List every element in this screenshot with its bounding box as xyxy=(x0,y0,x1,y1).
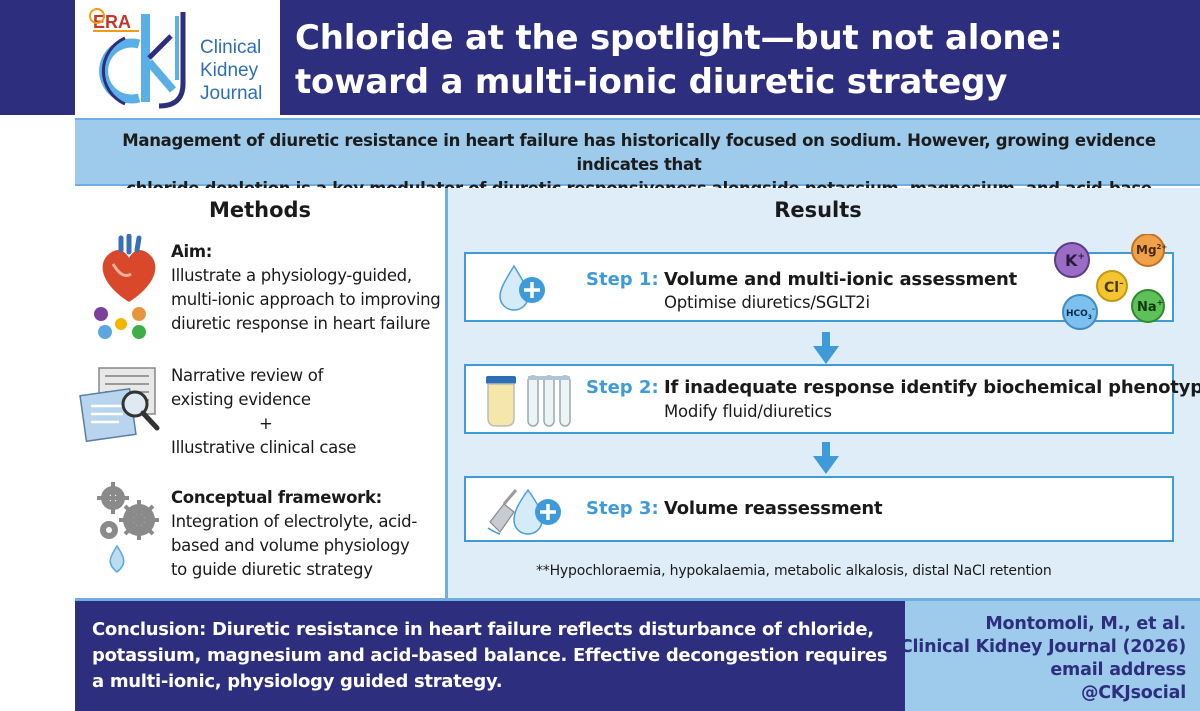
framework-label: Conceptual framework: xyxy=(171,488,382,507)
citation-authors: Montomoli, M., et al. xyxy=(985,614,1186,634)
svg-text:Cl–: Cl– xyxy=(1104,279,1124,296)
ions-cluster-icon: K+ Mg2+ Cl– HCO3– Na+ xyxy=(1054,234,1167,330)
results-footnote: **Hypochloraemia, hypokalaemia, metaboli… xyxy=(536,563,1052,579)
framework-block: Conceptual framework: Integration of ele… xyxy=(171,486,417,582)
ultrasound-droplet-icon xyxy=(487,488,561,535)
ion-hco3-label: HCO xyxy=(1066,309,1088,319)
citation-social-link[interactable]: @CKJsocial xyxy=(1080,683,1186,703)
heart-ions-icon xyxy=(94,234,156,339)
era-logo-text: ERA xyxy=(93,12,131,32)
step-2-subtext: Modify fluid/diuretics xyxy=(664,402,832,421)
ion-na-charge: + xyxy=(1157,298,1164,307)
aim-block: Aim: Illustrate a physiology-guided, mul… xyxy=(171,240,441,336)
ion-cl-label: Cl xyxy=(1104,280,1119,296)
framework-line-3: to guide diuretic strategy xyxy=(171,560,373,579)
review-plus: + xyxy=(259,414,273,433)
ion-mg-label: Mg xyxy=(1136,243,1157,257)
ion-k-charge: + xyxy=(1077,252,1085,262)
conclusion-text: Conclusion: Diuretic resistance in heart… xyxy=(92,617,902,695)
citation-text: Montomoli, M., et al. Clinical Kidney Jo… xyxy=(900,613,1186,705)
down-arrow-icon xyxy=(813,442,839,474)
review-line-1: Narrative review of xyxy=(171,366,324,385)
conclusion-panel: Conclusion: Diuretic resistance in heart… xyxy=(75,601,905,711)
urine-tubes-icon xyxy=(486,375,571,427)
aim-line-3: diuretic response in heart failure xyxy=(171,314,431,333)
journal-logo[interactable]: ERA Clinical Kidney Journal xyxy=(75,0,280,115)
review-block: Narrative review of existing evidence + … xyxy=(171,364,356,460)
review-line-4: Illustrative clinical case xyxy=(171,438,357,457)
down-arrow-icon xyxy=(813,332,839,364)
svg-text:Mg2+: Mg2+ xyxy=(1136,243,1167,257)
page-title: Chloride at the spotlight—but not alone:… xyxy=(295,16,1175,104)
ion-cl-charge: – xyxy=(1119,279,1124,289)
ion-k-label: K xyxy=(1065,251,1078,270)
conclusion-line-3: a multi-ionic, physiology guided strateg… xyxy=(92,671,503,692)
framework-line-2: based and volume physiology xyxy=(171,536,410,555)
step-1-label: Step 1: xyxy=(586,269,659,290)
methods-heading: Methods xyxy=(208,198,312,222)
step-1-heading: Volume and multi-ionic assessment xyxy=(664,269,1018,290)
logo-word-3: Journal xyxy=(200,83,263,104)
aim-line-1: Illustrate a physiology-guided, xyxy=(171,266,412,285)
step-3-box: Step 3: Volume reassessment xyxy=(464,476,1174,542)
step-2-box: Step 2: If inadequate response identify … xyxy=(464,364,1200,434)
step-2-heading: If inadequate response identify biochemi… xyxy=(664,377,1200,398)
conclusion-line-1: Conclusion: Diuretic resistance in heart… xyxy=(92,619,874,640)
header-banner: ERA Clinical Kidney Journal Chloride at … xyxy=(0,0,1200,115)
svg-text:Na+: Na+ xyxy=(1137,298,1163,315)
footer-divider xyxy=(75,598,1200,601)
logo-word-1: Clinical xyxy=(200,37,262,58)
ion-mg-charge: 2+ xyxy=(1157,243,1168,251)
step-3-label: Step 3: xyxy=(586,498,659,519)
ckj-logo-icon: ERA xyxy=(89,8,186,109)
svg-text:HCO3–: HCO3– xyxy=(1066,306,1095,321)
framework-line-1: Integration of electrolyte, acid- xyxy=(171,512,418,531)
panel-divider xyxy=(445,188,448,598)
gears-droplet-icon xyxy=(97,482,159,573)
aim-line-2: multi-ionic approach to improving xyxy=(171,290,441,309)
citation-email-link[interactable]: email address xyxy=(1050,660,1186,680)
results-panel: Results Step 1: Volume and multi-ionic a… xyxy=(448,188,1200,598)
title-line-1: Chloride at the spotlight—but not alone: xyxy=(295,18,1063,58)
intro-line-1: Management of diuretic resistance in hea… xyxy=(122,131,1156,174)
results-heading: Results xyxy=(774,198,862,222)
logo-wordmark: Clinical Kidney Journal xyxy=(200,36,262,105)
step-2-label: Step 2: xyxy=(586,377,659,398)
review-line-2: existing evidence xyxy=(171,390,311,409)
svg-text:K+: K+ xyxy=(1065,251,1085,270)
droplet-plus-icon xyxy=(499,264,545,311)
step-1-subtext: Optimise diuretics/SGLT2i xyxy=(664,293,870,312)
ion-hco3-sub: 3 xyxy=(1088,314,1092,321)
methods-panel: Methods Aim: Illustrate a physiology-gui… xyxy=(75,188,445,598)
ion-hco3-charge: – xyxy=(1092,306,1095,313)
conclusion-line-2: potassium, magnesium and acid-based bala… xyxy=(92,645,888,666)
intro-banner: Management of diuretic resistance in hea… xyxy=(75,118,1200,222)
ion-na-label: Na xyxy=(1137,300,1157,315)
citation-journal: Clinical Kidney Journal (2026) xyxy=(899,637,1186,657)
title-line-2: toward a multi-ionic diuretic strategy xyxy=(295,62,1008,102)
logo-word-2: Kidney xyxy=(200,60,259,81)
step-3-heading: Volume reassessment xyxy=(664,498,883,519)
aim-label: Aim: xyxy=(171,242,213,261)
citation-panel: Montomoli, M., et al. Clinical Kidney Jo… xyxy=(900,601,1200,711)
document-review-icon xyxy=(79,367,160,443)
